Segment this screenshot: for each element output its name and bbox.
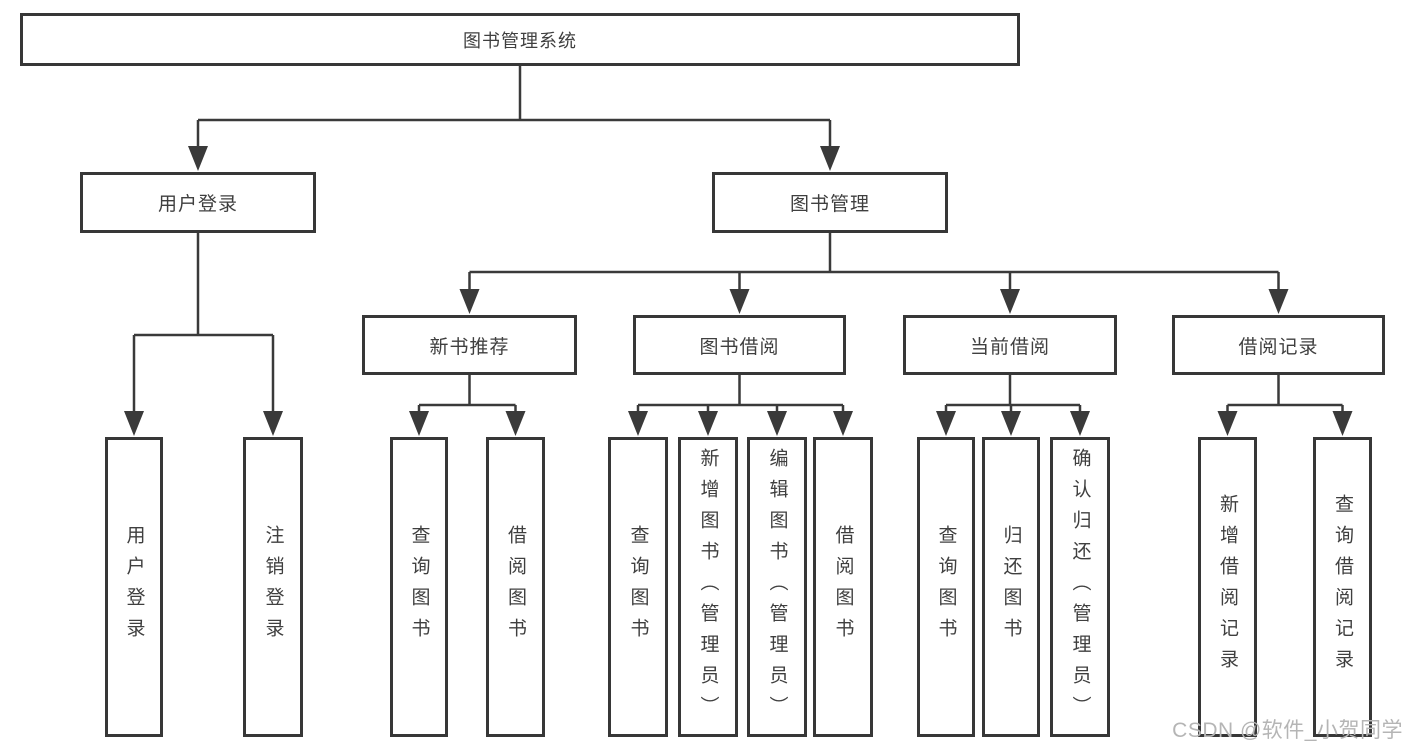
node-return-books: 归还图书: [982, 437, 1040, 737]
node-add-borrow-record: 新增借阅记录: [1198, 437, 1257, 737]
node-query-books-recommend: 查询图书: [390, 437, 448, 737]
csdn-watermark: CSDN @软件_小贺同学: [1172, 719, 1403, 742]
node-edit-books-admin: 编辑图书（管理员）: [747, 437, 807, 737]
node-confirm-return-admin: 确认归还（管理员）: [1050, 437, 1110, 737]
node-new-book-recommend: 新书推荐: [362, 315, 577, 375]
node-borrow-books-recommend: 借阅图书: [486, 437, 545, 737]
node-logout: 注销登录: [243, 437, 303, 737]
node-current-borrow: 当前借阅: [903, 315, 1117, 375]
arrowheads: [124, 146, 1353, 436]
node-book-borrow: 图书借阅: [633, 315, 846, 375]
node-user-login-leaf: 用户登录: [105, 437, 163, 737]
node-borrow-records: 借阅记录: [1172, 315, 1385, 375]
node-user-login: 用户登录: [80, 172, 316, 233]
node-book-management: 图书管理: [712, 172, 948, 233]
node-add-books-admin: 新增图书（管理员）: [678, 437, 738, 737]
node-query-books-borrow: 查询图书: [608, 437, 668, 737]
node-query-books-current: 查询图书: [917, 437, 975, 737]
node-library-system: 图书管理系统: [20, 13, 1020, 66]
node-borrow-books: 借阅图书: [813, 437, 873, 737]
node-query-borrow-record: 查询借阅记录: [1313, 437, 1372, 737]
